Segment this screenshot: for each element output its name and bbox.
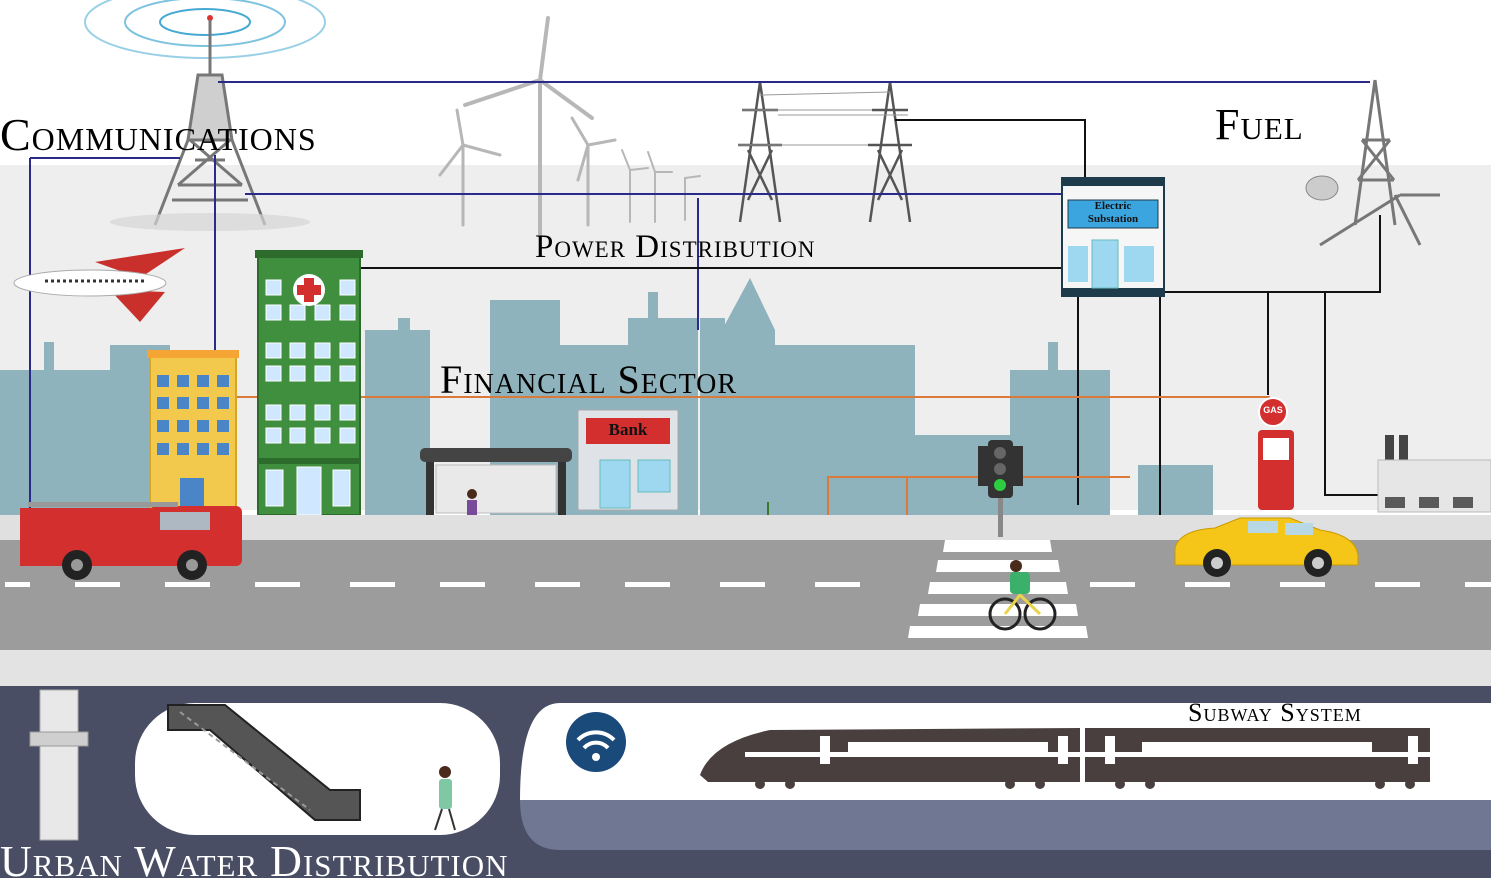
tower-shadow [110,213,310,231]
lower-sidewalk [0,650,1491,686]
apartment-building-icon [147,350,239,516]
subway-floor [520,800,1491,850]
substation-sign-line2: Substation [1087,213,1139,225]
financial-sector-label: Financial Sector [440,357,738,402]
wind-turbines-icon [438,16,701,237]
gas-sign: GAS [1263,405,1283,415]
wifi-icon [566,712,626,772]
gas-pump-icon [1258,397,1294,510]
fuel-tank [1305,175,1339,201]
antenna-tip [207,15,213,21]
road-markings [5,582,1491,587]
bank-building-icon [577,409,679,511]
substation-sign: Electric Substation [1068,200,1158,226]
traffic-light-icon [978,440,1023,537]
fire-truck-icon [20,502,242,580]
water-pipe-icon [29,689,89,841]
airplane-icon [13,248,185,322]
communications-label: Communications [0,109,317,160]
bank-sign: Bank [608,420,648,439]
fuel-label: Fuel [1215,100,1304,149]
communication-lines [29,81,1370,515]
factory-icon [1377,435,1491,513]
electric-substation-icon [1061,177,1165,297]
urban-water-distribution-label: Urban Water Distribution [0,837,509,878]
power-distribution-label: Power Distribution [535,229,816,265]
radio-waves [84,0,326,59]
substation-sign-line1: Electric [1094,200,1132,212]
escalator-icon [167,704,361,821]
oil-rig-icon [1319,79,1440,247]
hospital-icon [255,250,363,516]
commuter-icon [434,766,456,831]
taxi-icon [1174,517,1359,577]
cyclist-icon [988,560,1057,631]
subway-system-label: Subway System [1188,698,1362,727]
power-cables [738,91,908,146]
subway-train-icon [700,728,1435,789]
